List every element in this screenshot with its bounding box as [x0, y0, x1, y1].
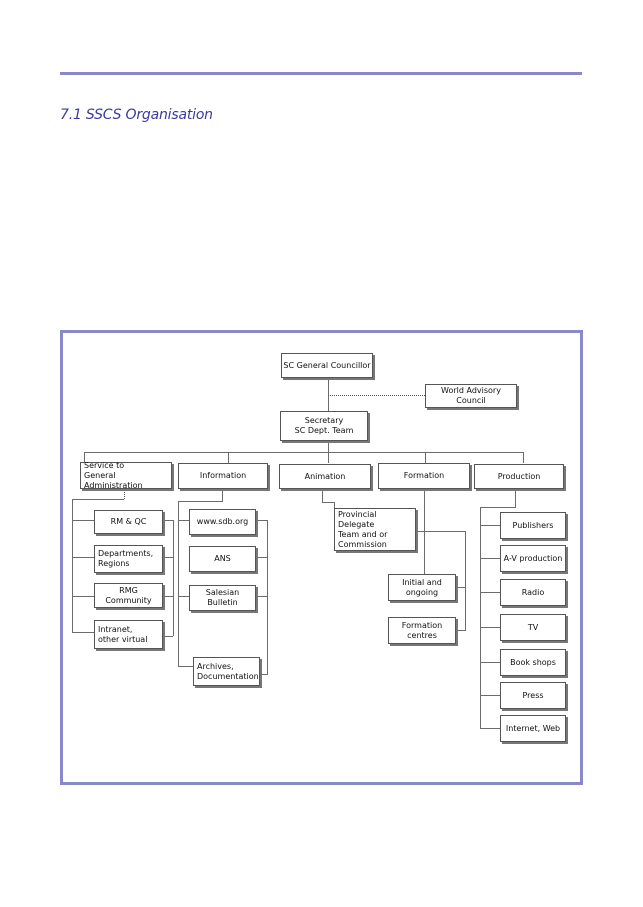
advisory-connector: [328, 395, 425, 396]
connector: [523, 452, 524, 463]
connector: [163, 557, 173, 558]
section-title: 7.1 SSCS Organisation: [60, 107, 213, 123]
connector: [72, 499, 124, 500]
connector: [456, 587, 466, 588]
connector: [515, 489, 516, 507]
dept-information-box: Information: [178, 463, 268, 489]
connector: [480, 627, 500, 628]
production-item-box: Publishers: [500, 512, 566, 539]
connector: [322, 489, 323, 502]
connector: [328, 452, 329, 463]
connector: [386, 531, 466, 532]
connector: [222, 489, 223, 501]
formation-item-box: Initial and ongoing: [388, 574, 456, 601]
advisory-council-box: World Advisory Council: [425, 384, 517, 408]
information-item-box: Archives, Documentation: [193, 657, 260, 686]
connector: [425, 452, 426, 463]
connector: [178, 666, 193, 667]
connector: [256, 596, 268, 597]
connector: [178, 501, 179, 666]
production-item-box: Internet, Web: [500, 715, 566, 742]
connector: [480, 592, 500, 593]
connector: [456, 630, 466, 631]
connector: [72, 632, 94, 633]
animation-item-box: Provincial Delegate Team and or Commissi…: [334, 508, 416, 551]
header-rule: [60, 72, 582, 75]
connector: [480, 728, 500, 729]
connector: [328, 441, 329, 453]
connector: [480, 525, 500, 526]
information-item-box: www.sdb.org: [189, 509, 256, 535]
production-item-box: A-V production: [500, 545, 566, 572]
connector: [163, 636, 173, 637]
connector: [480, 695, 500, 696]
production-item-box: Radio: [500, 579, 566, 606]
formation-item-box: Formation centres: [388, 617, 456, 644]
information-item-box: ANS: [189, 546, 256, 572]
connector: [178, 520, 189, 521]
connector: [256, 520, 268, 521]
secretary-box: Secretary SC Dept. Team: [280, 411, 368, 441]
connector: [163, 520, 173, 521]
connector: [178, 596, 189, 597]
dept-formation-box: Formation: [378, 463, 470, 489]
information-item-box: Salesian Bulletin: [189, 585, 256, 611]
connector: [228, 452, 229, 463]
connector: [72, 596, 94, 597]
service-item-box: RM & QC: [94, 510, 163, 534]
dept-animation-box: Animation: [279, 464, 371, 489]
dept-production-box: Production: [474, 464, 564, 489]
connector: [72, 499, 73, 633]
connector: [267, 520, 268, 675]
dept-service-box: Service to General Administration: [80, 461, 172, 490]
production-item-box: TV: [500, 614, 566, 641]
connector: [84, 452, 85, 463]
connector: [480, 558, 500, 559]
general-councillor-box: SC General Councillor: [281, 353, 373, 378]
production-item-box: Book shops: [500, 649, 566, 676]
connector: [256, 557, 268, 558]
connector: [163, 596, 173, 597]
connector: [124, 489, 125, 499]
connector: [84, 452, 524, 453]
service-item-box: RMG Community: [94, 583, 163, 608]
connector: [260, 674, 268, 675]
connector: [322, 502, 335, 503]
service-item-box: Intranet, other virtual: [94, 620, 163, 649]
production-item-box: Press: [500, 682, 566, 709]
connector: [465, 531, 466, 631]
connector: [480, 662, 500, 663]
connector: [72, 557, 94, 558]
connector: [72, 520, 94, 521]
connector: [480, 507, 516, 508]
connector: [173, 520, 174, 636]
service-item-box: Departments, Regions: [94, 545, 163, 573]
connector: [178, 501, 223, 502]
connector: [480, 507, 481, 729]
